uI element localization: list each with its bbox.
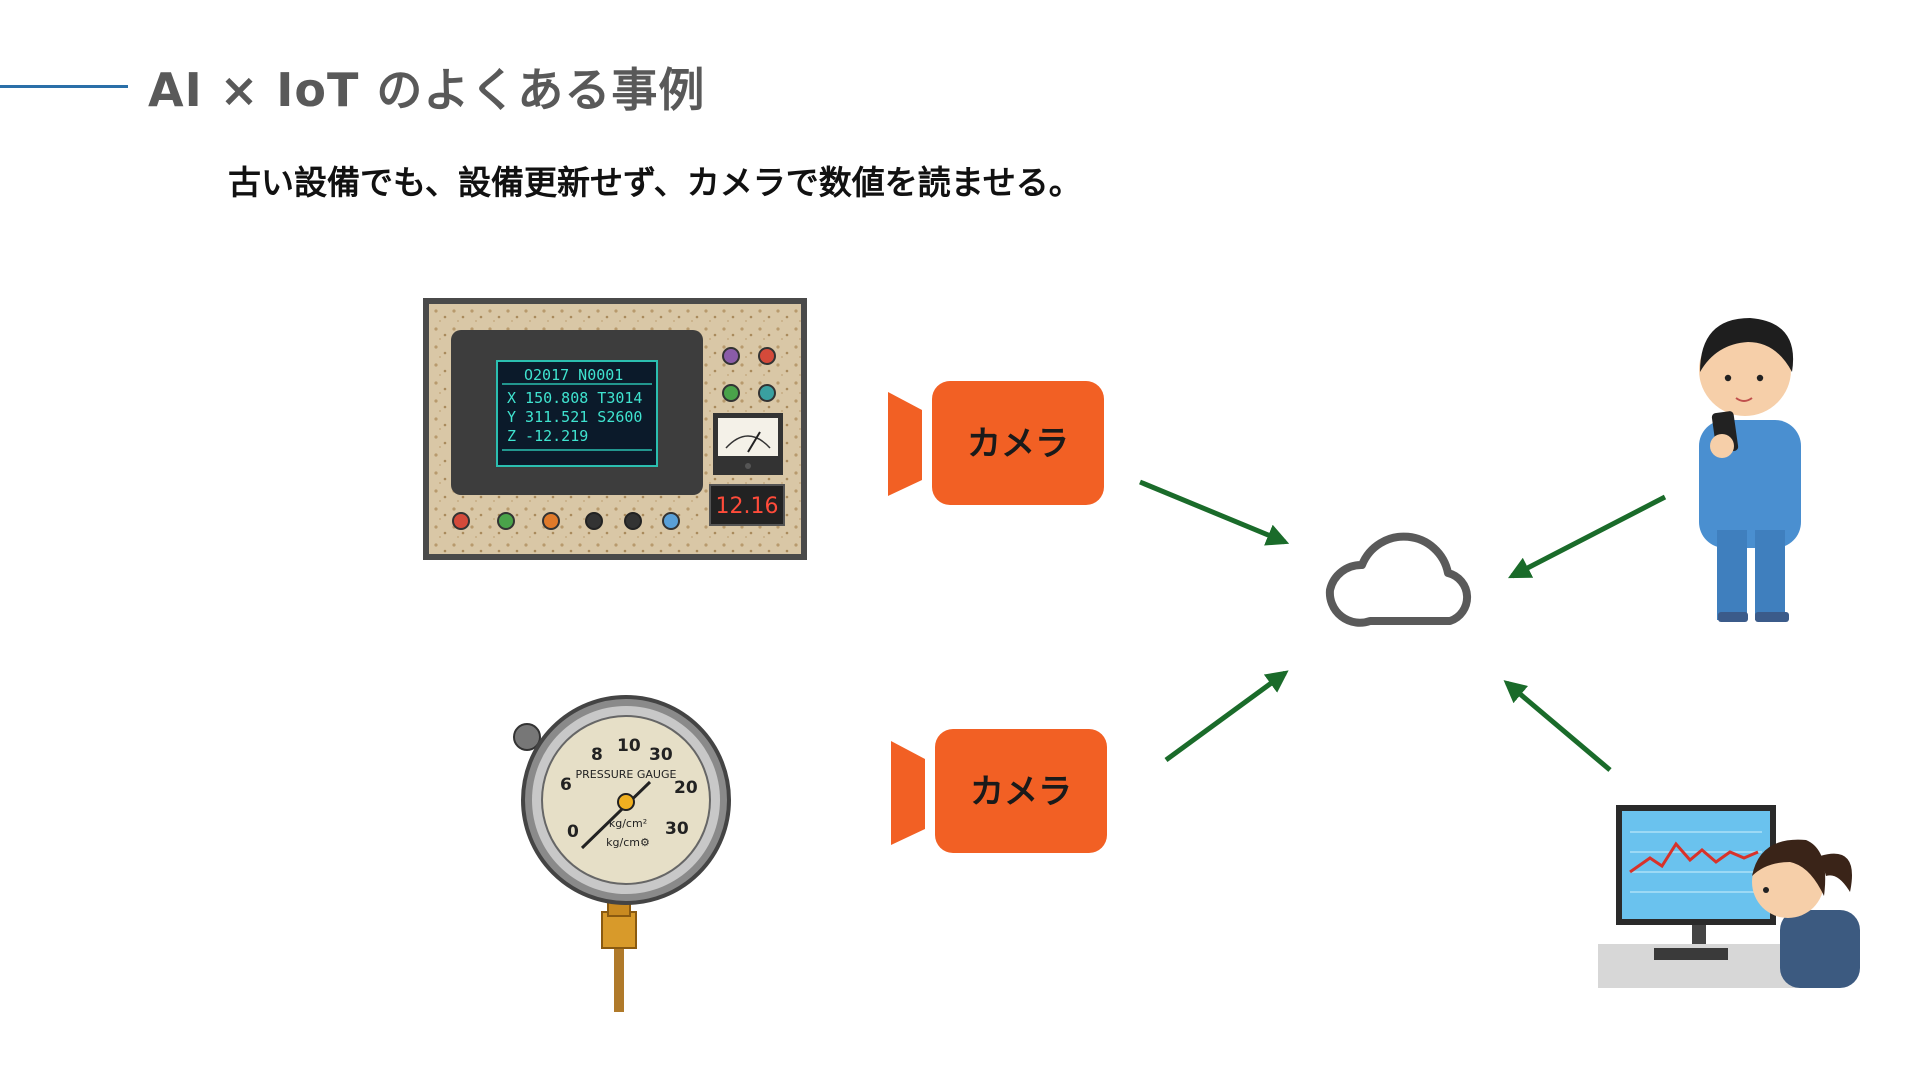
gauge-scale: 0 (567, 822, 579, 842)
cloud-icon (1325, 532, 1472, 627)
gauge-scale: 10 (617, 736, 641, 756)
camera-icon (891, 741, 925, 845)
lcd-line-4: Z -12.219 (507, 427, 588, 445)
lcd-line-3: Y 311.521 S2600 (507, 408, 642, 426)
panel-button (585, 512, 603, 530)
gauge-unit: kg/cm² (609, 817, 647, 830)
gauge-unit: kg/cm⚙ (606, 836, 650, 849)
panel-button (497, 512, 515, 530)
lcd-line-2: X 150.808 T3014 (507, 389, 642, 407)
gauge-scale: 30 (665, 819, 689, 839)
arrow-worker-to-cloud (1508, 494, 1667, 579)
panel-button (624, 512, 642, 530)
pressure-gauge: 8 10 30 6 20 0 30 PRESSURE GAUGE kg/cm² … (513, 695, 731, 1012)
camera-bottom: カメラ (891, 729, 1107, 853)
camera-label: カメラ (967, 424, 1069, 464)
control-panel: O2017 N0001 X 150.808 T3014 Y 311.521 S2… (423, 298, 807, 560)
header-rule (0, 85, 128, 88)
operator-at-monitor (1598, 805, 1860, 988)
worker-with-phone (1699, 318, 1801, 622)
camera-icon (888, 392, 922, 496)
indicator-light (758, 347, 776, 365)
lcd-line-1: O2017 N0001 (524, 366, 623, 384)
gauge-scale: 6 (560, 775, 572, 795)
subtitle: 古い設備でも、設備更新せず、カメラで数値を読ませる。 (228, 163, 1082, 202)
arrow-camera2-to-cloud (1164, 670, 1289, 763)
arrow-operator-to-cloud (1503, 680, 1612, 772)
camera-top: カメラ (888, 381, 1104, 505)
gauge-scale: 20 (674, 778, 698, 798)
analog-meter-icon (713, 413, 783, 475)
camera-label: カメラ (970, 772, 1072, 812)
page-title: AI × IoT のよくある事例 (148, 63, 706, 117)
gauge-scale: 30 (649, 745, 673, 765)
gauge-title: PRESSURE GAUGE (576, 768, 677, 781)
panel-button (542, 512, 560, 530)
arrows (1139, 479, 1667, 772)
panel-button (662, 512, 680, 530)
red-display: 12.16 (716, 494, 779, 519)
gauge-scale: 8 (591, 745, 603, 765)
indicator-light (758, 384, 776, 402)
indicator-light (722, 384, 740, 402)
panel-button (452, 512, 470, 530)
arrow-camera1-to-cloud (1139, 479, 1290, 546)
indicator-light (722, 347, 740, 365)
